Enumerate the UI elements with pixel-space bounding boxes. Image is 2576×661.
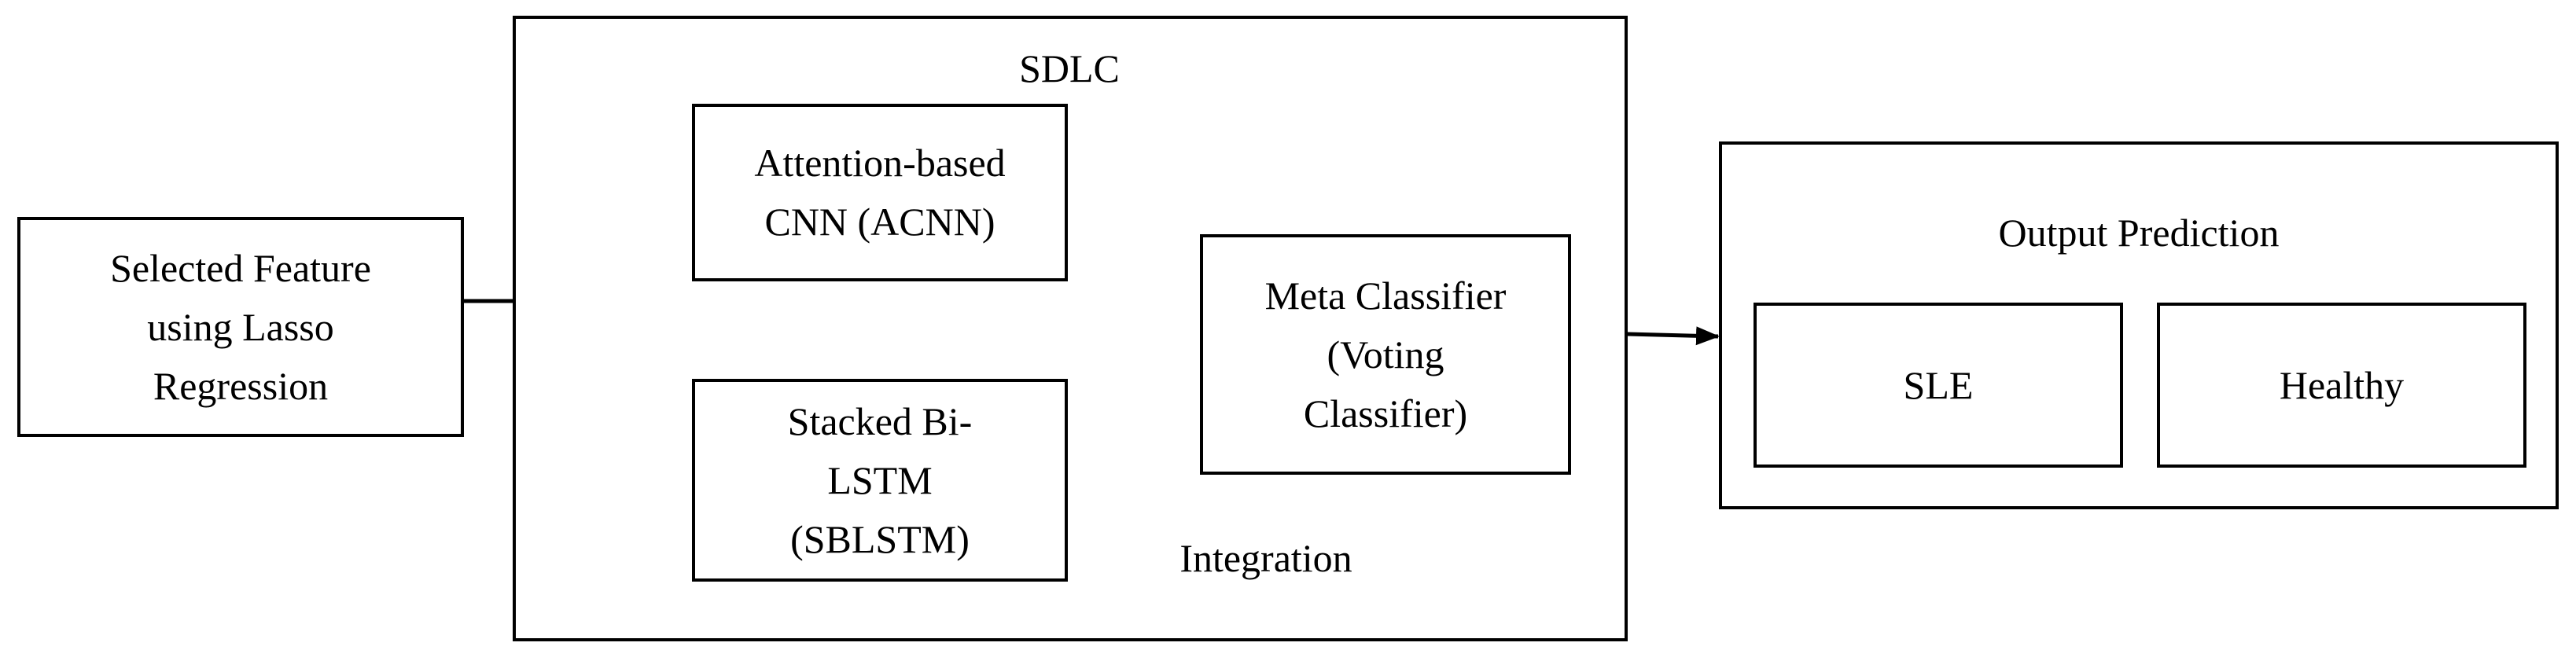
sdlc-title: SDLC	[1019, 46, 1120, 90]
input-box	[17, 217, 464, 437]
meta-classifier-box	[1200, 234, 1571, 475]
acnn-label: Attention-based CNN (ACNN)	[754, 141, 1006, 244]
meta-classifier-label: Meta Classifier (Voting Classifier)	[1264, 273, 1507, 435]
output-class-sle-box	[1754, 303, 2123, 468]
output-class-healthy-label: Healthy	[2279, 362, 2405, 407]
acnn-box	[692, 104, 1068, 281]
output-class-sle-label: SLE	[1903, 362, 1974, 407]
sblstm-label: Stacked Bi- LSTM (SBLSTM)	[787, 398, 973, 561]
output-class-healthy-box	[2157, 303, 2526, 468]
sblstm-box	[692, 379, 1068, 582]
input-label: Selected Feature using Lasso Regression	[110, 245, 371, 408]
output-title: Output Prediction	[1998, 210, 2280, 255]
integration-label: Integration	[1179, 535, 1352, 580]
